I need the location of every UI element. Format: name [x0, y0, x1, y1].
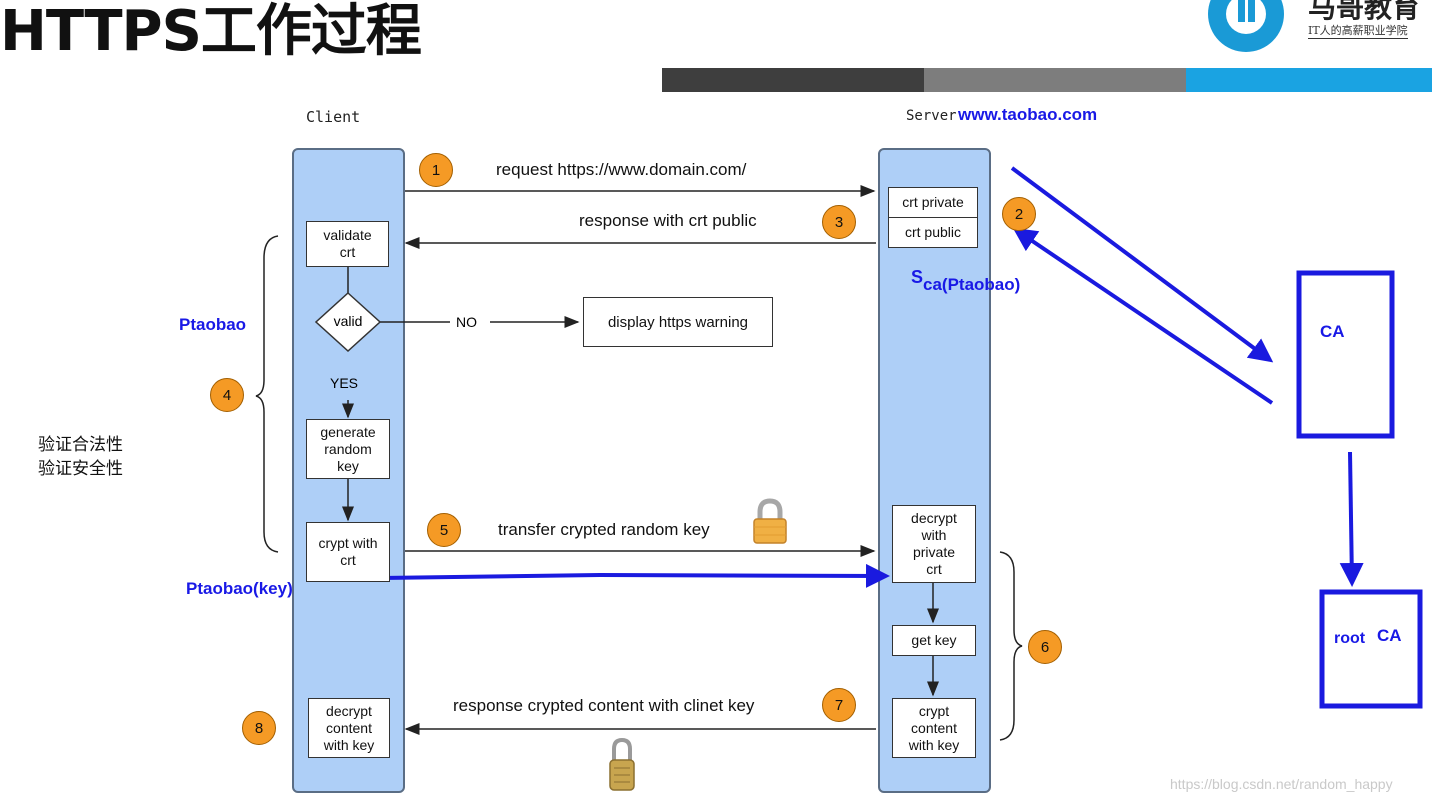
- ca-box: [1296, 270, 1395, 439]
- logo: 马哥教育 IT人的高薪职业学院: [1204, 0, 1432, 58]
- signature-s: S: [911, 267, 924, 287]
- crt-private-box: crt private: [888, 187, 978, 218]
- step-2: 2: [1002, 197, 1036, 231]
- blue-arrow-key: [379, 563, 890, 588]
- crt-public-box: crt public: [888, 217, 978, 248]
- step-4: 4: [210, 378, 244, 412]
- crypt-content-box: crypt content with key: [892, 698, 976, 758]
- page-title: HTTPS工作过程: [0, 0, 422, 64]
- step-3: 3: [822, 205, 856, 239]
- step-6: 6: [1028, 630, 1062, 664]
- message-response-content: response crypted content with clinet key: [453, 696, 755, 715]
- client-lane-label: Client: [306, 108, 361, 126]
- message-request: request https://www.domain.com/: [496, 160, 747, 179]
- server-host-label: www.taobao.com: [958, 105, 1098, 124]
- header-bar-dark: [662, 68, 924, 92]
- ca-label: CA: [1320, 322, 1345, 341]
- yes-label: YES: [330, 375, 359, 391]
- generate-key-box: generate random key: [306, 419, 390, 479]
- decrypt-content-box: decrypt content with key: [308, 698, 390, 758]
- logo-icon: [1208, 0, 1284, 52]
- step-1: 1: [419, 153, 453, 187]
- signature-subscript: ca(Ptaobao): [923, 275, 1021, 294]
- step-8: 8: [242, 711, 276, 745]
- watermark: https://blog.csdn.net/random_happy: [1170, 776, 1393, 792]
- get-key-box: get key: [892, 625, 976, 656]
- padlock-icon: [609, 737, 635, 791]
- validate-crt-box: validate crt: [306, 221, 389, 267]
- blue-arrow-to-ca: [1010, 166, 1274, 363]
- lock-icon: [753, 498, 787, 544]
- message-transfer-key: transfer crypted random key: [498, 520, 710, 539]
- root-ca-box: [1319, 589, 1423, 709]
- crypt-with-crt-box: crypt with crt: [306, 522, 390, 582]
- https-warning-box: display https warning: [583, 297, 773, 347]
- step-5: 5: [427, 513, 461, 547]
- brace-right: [999, 551, 1023, 741]
- annotation-ptaobao-key: Ptaobao(key): [186, 579, 293, 598]
- root-ca-label: CA: [1377, 626, 1402, 645]
- annotation-signature: Sca(Ptaobao): [911, 267, 1020, 294]
- valid-label: valid: [333, 313, 363, 329]
- brace-left: [255, 235, 279, 553]
- valid-diamond: [315, 292, 381, 352]
- header-bar-blue: [1186, 68, 1432, 92]
- blue-arrow-to-root: [1339, 451, 1364, 587]
- root-label: root: [1334, 630, 1366, 647]
- blue-arrow-from-ca: [1012, 227, 1274, 405]
- annotation-cjk-2: 验证安全性: [38, 459, 123, 479]
- message-response-crt: response with crt public: [579, 211, 757, 230]
- header-bar-gray: [924, 68, 1186, 92]
- annotation-ptaobao: Ptaobao: [179, 315, 247, 334]
- annotation-cjk-1: 验证合法性: [38, 435, 123, 455]
- no-label: NO: [456, 314, 477, 330]
- decrypt-private-box: decrypt with private crt: [892, 505, 976, 583]
- logo-tagline: IT人的高薪职业学院: [1308, 24, 1408, 39]
- logo-name: 马哥教育: [1308, 0, 1421, 24]
- step-7: 7: [822, 688, 856, 722]
- server-lane-label: Server: [906, 108, 957, 124]
